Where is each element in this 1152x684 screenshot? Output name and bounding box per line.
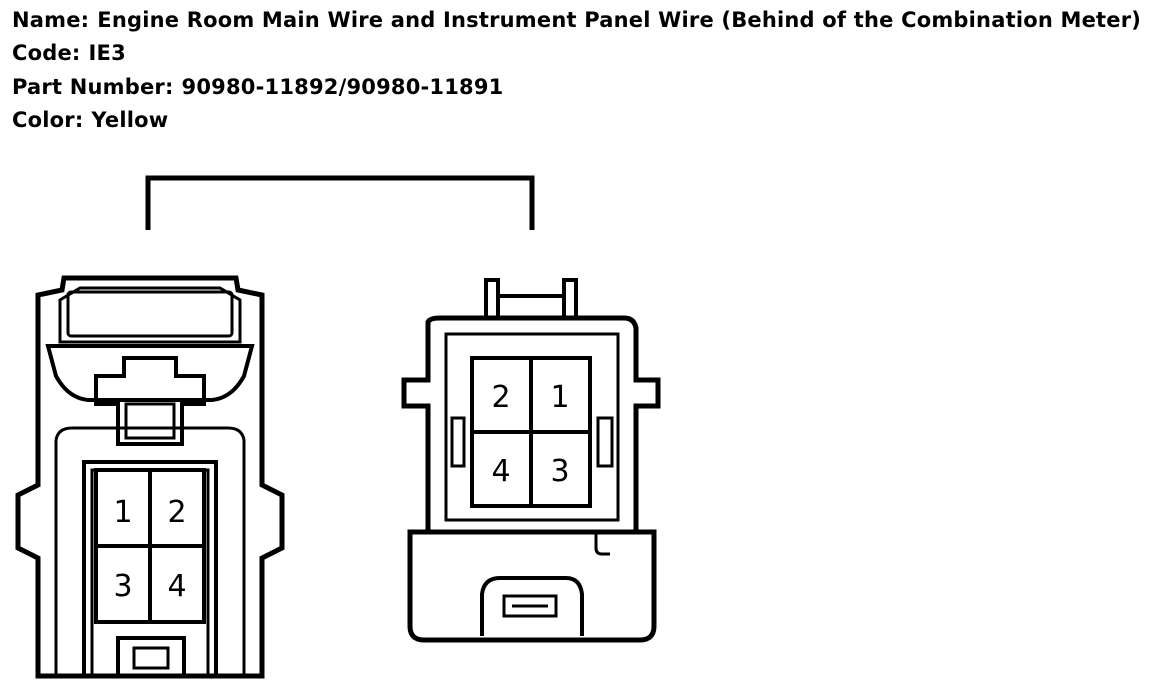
left-pin-labels: 1 2 3 4 bbox=[113, 495, 186, 604]
left-lock-tab-inner bbox=[124, 402, 176, 440]
left-latch-outline bbox=[58, 286, 242, 344]
mating-bracket bbox=[145, 175, 535, 230]
part-number-value: 90980-11892/90980-11891 bbox=[181, 75, 504, 99]
right-pin-1: 1 bbox=[550, 380, 569, 415]
part-number-label: Part Number: bbox=[12, 75, 174, 99]
name-label: Name: bbox=[12, 8, 90, 32]
left-connector-body bbox=[15, 275, 285, 679]
right-top-lock bbox=[496, 294, 566, 320]
left-pin-3: 3 bbox=[113, 569, 132, 604]
color-label: Color: bbox=[12, 108, 84, 132]
connector-name-row: Name: Engine Room Main Wire and Instrumen… bbox=[12, 7, 1141, 33]
right-side-rib-right bbox=[596, 416, 614, 468]
left-pin-2: 2 bbox=[167, 495, 186, 530]
code-value: IE3 bbox=[88, 41, 126, 65]
part-number-row: Part Number: 90980-11892/90980-11891 bbox=[12, 74, 504, 100]
code-label: Code: bbox=[12, 41, 81, 65]
name-value: Engine Room Main Wire and Instrument Pan… bbox=[97, 8, 1142, 32]
connector-color-row: Color: Yellow bbox=[12, 107, 168, 133]
right-pin-labels: 2 1 4 3 bbox=[491, 380, 569, 489]
left-lock-tab bbox=[94, 356, 206, 446]
left-lock-lever bbox=[45, 344, 255, 402]
left-connector bbox=[15, 275, 285, 679]
right-side-rib-left bbox=[450, 416, 466, 468]
left-bottom-latch bbox=[116, 636, 186, 678]
left-pin-4: 4 bbox=[167, 569, 186, 604]
right-pin-3: 3 bbox=[550, 454, 569, 489]
left-pin-1: 1 bbox=[113, 495, 132, 530]
left-shroud bbox=[54, 426, 246, 676]
right-connector bbox=[401, 278, 661, 643]
connector-code-row: Code: IE3 bbox=[12, 40, 126, 66]
right-bottom-latch bbox=[480, 576, 584, 636]
right-pin-4: 4 bbox=[491, 454, 510, 489]
right-bottom-block bbox=[407, 529, 657, 643]
color-value: Yellow bbox=[91, 108, 169, 132]
left-latch-cover bbox=[66, 290, 234, 338]
right-inner-frame bbox=[444, 332, 620, 522]
right-pin-2: 2 bbox=[491, 380, 510, 415]
